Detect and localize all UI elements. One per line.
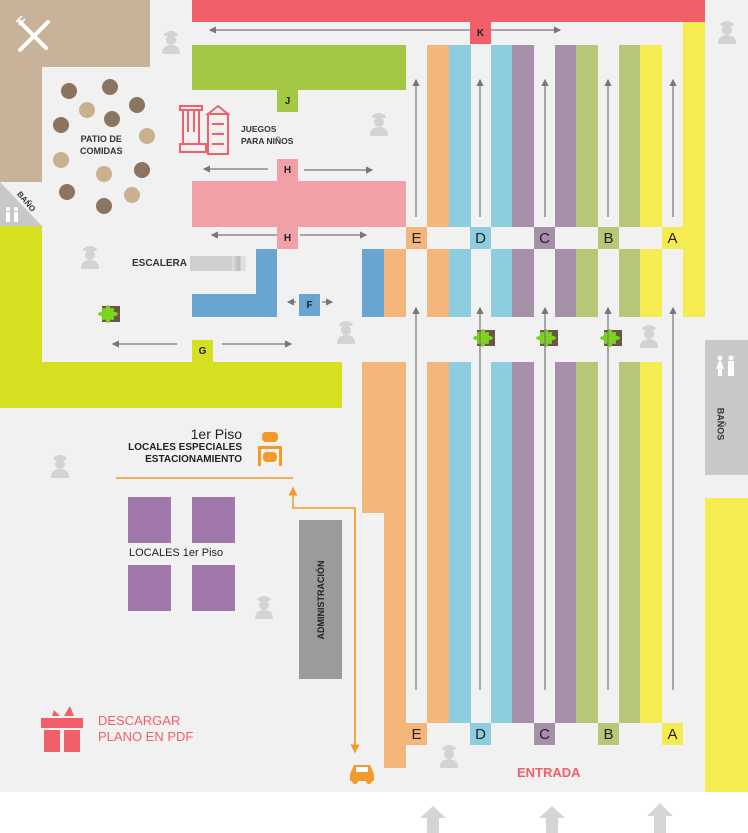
store-column[interactable] bbox=[619, 362, 641, 723]
store-column[interactable] bbox=[449, 45, 471, 227]
stairs-icon bbox=[190, 256, 246, 271]
parking-info[interactable]: 1er Piso LOCALES ESPECIALES ESTACIONAMIE… bbox=[110, 426, 242, 466]
store-column[interactable] bbox=[427, 249, 449, 317]
security-guard-icon bbox=[51, 455, 69, 478]
plant-icon bbox=[473, 329, 495, 347]
download-line1: DESCARGAR bbox=[98, 713, 181, 728]
stairs-label: ESCALERA bbox=[132, 258, 188, 269]
fork-knife-icon bbox=[15, 16, 50, 52]
store-block-a-top[interactable] bbox=[683, 22, 705, 317]
security-guard-icon bbox=[370, 113, 388, 136]
store-block-f-vertical[interactable] bbox=[256, 249, 277, 317]
aisle-label-c[interactable]: C bbox=[534, 723, 555, 745]
parking-title: 1er Piso bbox=[190, 426, 242, 442]
food-court-label-line2: COMIDAS bbox=[80, 146, 123, 156]
store-block-g[interactable] bbox=[0, 362, 342, 408]
shop-1[interactable] bbox=[128, 497, 171, 543]
shops-label: LOCALES 1er Piso bbox=[129, 547, 224, 559]
store-column[interactable] bbox=[427, 45, 449, 227]
shop-3[interactable] bbox=[128, 565, 171, 611]
bathroom-small[interactable] bbox=[0, 182, 42, 226]
store-block-e-large[interactable] bbox=[362, 362, 406, 513]
aisle-label-e[interactable]: E bbox=[406, 227, 427, 249]
store-column[interactable] bbox=[555, 45, 577, 227]
store-column[interactable] bbox=[576, 249, 598, 317]
store-column[interactable] bbox=[512, 45, 534, 227]
food-court-tables bbox=[53, 79, 155, 214]
aisle-label-d[interactable]: D bbox=[470, 227, 491, 249]
store-column[interactable] bbox=[576, 362, 598, 723]
entrance-label: ENTRADA bbox=[517, 765, 581, 780]
store-column[interactable] bbox=[512, 249, 534, 317]
aisle-label-j[interactable]: J bbox=[277, 90, 298, 112]
store-column[interactable] bbox=[491, 45, 513, 227]
bathrooms-right[interactable] bbox=[705, 340, 748, 475]
food-court-area-side bbox=[0, 0, 42, 182]
store-column[interactable] bbox=[640, 45, 662, 227]
store-column[interactable] bbox=[640, 362, 662, 723]
food-court-label-line1: PATIO DE bbox=[80, 134, 122, 144]
store-column[interactable] bbox=[427, 362, 449, 723]
aisle-label-a[interactable]: A bbox=[662, 723, 683, 745]
store-column[interactable] bbox=[619, 45, 641, 227]
aisle-label-c[interactable]: C bbox=[534, 227, 555, 249]
entrance-arrows bbox=[420, 803, 673, 833]
store-block-a-bottom[interactable] bbox=[705, 498, 748, 792]
gift-icon bbox=[41, 706, 83, 752]
admin-office[interactable] bbox=[299, 520, 342, 679]
kids-label-line1: JUEGOS bbox=[241, 124, 277, 134]
store-column[interactable] bbox=[555, 362, 577, 723]
aisle-label-k[interactable]: K bbox=[470, 22, 491, 44]
store-block-blue-mid[interactable] bbox=[362, 249, 384, 317]
store-column[interactable] bbox=[491, 249, 513, 317]
store-column[interactable] bbox=[491, 362, 513, 723]
store-column[interactable] bbox=[640, 249, 662, 317]
security-guard-icon bbox=[718, 21, 736, 44]
security-guard-icon bbox=[162, 31, 180, 54]
store-block-orange-mid[interactable] bbox=[384, 249, 406, 317]
security-guard-icon bbox=[440, 745, 458, 768]
store-column[interactable] bbox=[449, 362, 471, 723]
store-column[interactable] bbox=[555, 249, 577, 317]
store-column[interactable] bbox=[449, 249, 471, 317]
store-column[interactable] bbox=[576, 45, 598, 227]
store-block-e-strip[interactable] bbox=[384, 513, 406, 768]
aisle-label-d[interactable]: D bbox=[470, 723, 491, 745]
aisle-label-a[interactable]: A bbox=[662, 227, 683, 249]
aisle-label-h-top[interactable]: H bbox=[277, 159, 298, 181]
store-block-h[interactable] bbox=[192, 181, 406, 227]
aisle-label-g[interactable]: G bbox=[192, 340, 213, 362]
aisle-label-b[interactable]: B bbox=[598, 227, 619, 249]
car-icon bbox=[350, 765, 374, 784]
food-court-label: PATIO DE COMIDAS bbox=[80, 133, 123, 157]
security-guard-icon bbox=[81, 246, 99, 269]
store-column[interactable] bbox=[512, 362, 534, 723]
store-block-k[interactable] bbox=[192, 0, 705, 22]
kids-area-label: JUEGOS PARA NIÑOS bbox=[241, 123, 293, 147]
store-block-f-horizontal[interactable] bbox=[192, 294, 277, 317]
aisle-label-f[interactable]: F bbox=[299, 294, 320, 316]
aisle-label-b[interactable]: B bbox=[598, 723, 619, 745]
playground-icon bbox=[179, 104, 231, 155]
aisle-label-h-bottom[interactable]: H bbox=[277, 227, 298, 249]
kids-label-line2: PARA NIÑOS bbox=[241, 136, 294, 146]
parking-line2: ESTACIONAMIENTO bbox=[145, 454, 242, 465]
bathroom-people-icon bbox=[716, 355, 734, 376]
security-guard-icon bbox=[337, 321, 355, 344]
download-line2: PLANO EN PDF bbox=[98, 729, 194, 744]
aisle-label-e[interactable]: E bbox=[406, 723, 427, 745]
parking-line1: LOCALES ESPECIALES bbox=[128, 442, 242, 453]
store-column[interactable] bbox=[619, 249, 641, 317]
plant-icon bbox=[98, 305, 120, 323]
shop-2[interactable] bbox=[192, 497, 235, 543]
store-block-j[interactable] bbox=[192, 45, 406, 90]
parking-garage-icon bbox=[258, 432, 282, 466]
security-guard-icon bbox=[640, 325, 658, 348]
shop-4[interactable] bbox=[192, 565, 235, 611]
security-guard-icon bbox=[255, 596, 273, 619]
